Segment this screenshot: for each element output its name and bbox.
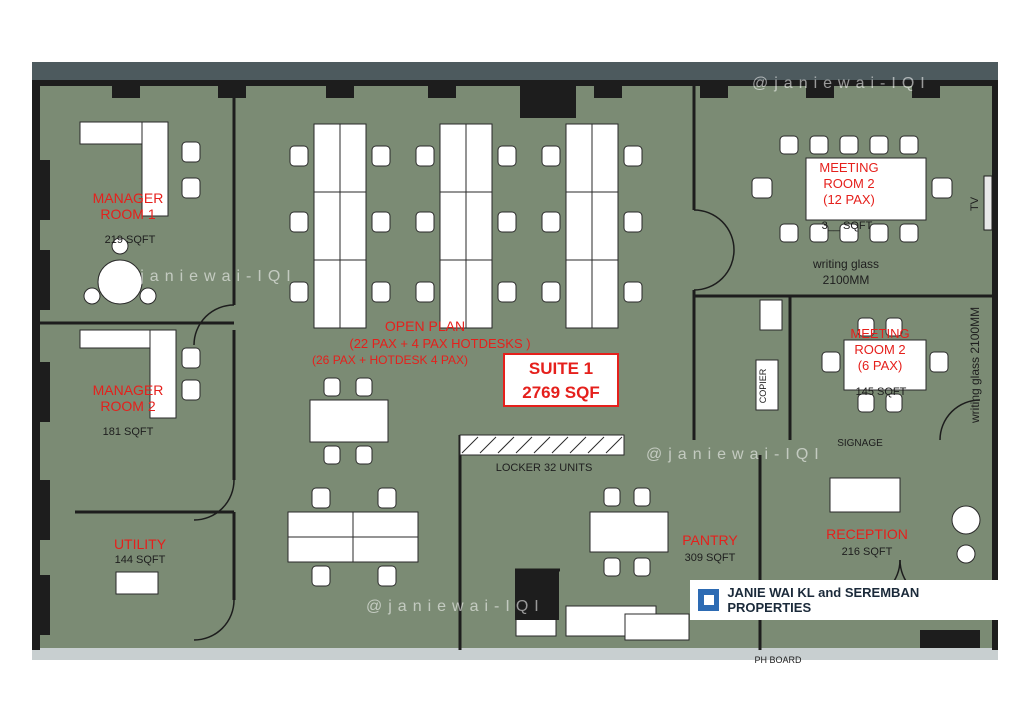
meeting-large-pax: (12 PAX) [823,192,875,207]
copier [755,359,779,411]
watermark-left: @janiewai-IQI [118,268,297,285]
writing-glass-2-size: 2100MM [968,306,982,354]
locker-label: LOCKER 32 UNITS [495,462,593,474]
meeting-large-label: MEETING ROOM 2 (12 PAX) [806,160,892,208]
window-band [32,62,998,80]
manager1-name-line2: ROOM 1 [100,206,156,222]
utility-area: 144 SQFT [114,554,166,566]
meeting-large-table [805,157,927,221]
manager2-name-line2: ROOM 2 [100,398,156,414]
manager2-name-line1: MANAGER [92,382,164,398]
meeting-large-name-line1: MEETING [819,160,879,175]
manager1-area: 219 SQFT [104,234,156,246]
utility-name: UTILITY [113,536,167,552]
watermark-middle: @janiewai-IQI [646,446,825,463]
manager2-area: 181 SQFT [102,426,154,438]
manager2-label: MANAGER ROOM 2 [82,382,174,414]
meeting-large-area: 3__ SQFT [821,220,873,232]
watermark-top: @janiewai-IQI [752,75,931,92]
pantry-name: PANTRY [682,532,738,548]
edgeprop-logo-icon [698,589,720,611]
manager1-round-table [97,259,143,305]
meeting-small-name-line1: MEETING [850,326,910,341]
pantry-table [589,511,669,553]
signage-label: SIGNAGE [837,438,883,449]
writing-glass-2-text: writing glass [968,356,982,423]
watermark-bottom: @janiewai-IQI [366,598,545,615]
open-plan-table [309,399,389,443]
writing-glass-note-2: writing glass 2100MM [967,307,983,423]
open-plan-pax-alt: (26 PAX + HOTDESK 4 PAX) [312,353,468,367]
meeting-small-pax: (6 PAX) [857,358,903,373]
tv-label: TV [969,196,981,212]
meeting-large-name-line2: ROOM 2 [823,176,875,191]
brand-text: JANIE WAI KL and SEREMBAN PROPERTIES [727,585,920,615]
reception-name: RECEPTION [826,526,908,542]
suite-area: 2769 SQF [522,383,600,402]
brand-banner: JANIE WAI KL and SEREMBAN PROPERTIES [690,580,998,620]
open-plan-pax: (22 PAX + 4 PAX HOTDESKS ) [349,336,531,351]
reception-desk [829,477,901,513]
copier-label: COPIER [758,368,768,404]
tv-unit [983,175,993,231]
pantry-area: 309 SQFT [684,552,736,564]
manager1-label: MANAGER ROOM 1 [82,190,174,222]
suite-label: SUITE 1 2769 SQF [503,353,619,407]
bottom-strip [32,648,998,660]
manager1-name-line1: MANAGER [92,190,164,206]
meeting-small-table [843,339,927,391]
bottom-cut-label: PH BOARD [754,655,802,665]
meeting-small-label: MEETING ROOM 2 (6 PAX) [840,326,920,374]
writing-glass-note-1: writing glass [812,257,880,271]
open-plan-name: OPEN PLAN [384,318,466,334]
meeting-small-name-line2: ROOM 2 [854,342,906,357]
reception-area: 216 SQFT [841,546,893,558]
utility-unit [115,571,159,595]
writing-glass-size-1: 2100MM [822,273,870,287]
meeting-small-area: 145 SQFT [855,386,907,398]
suite-name: SUITE 1 [528,359,594,378]
